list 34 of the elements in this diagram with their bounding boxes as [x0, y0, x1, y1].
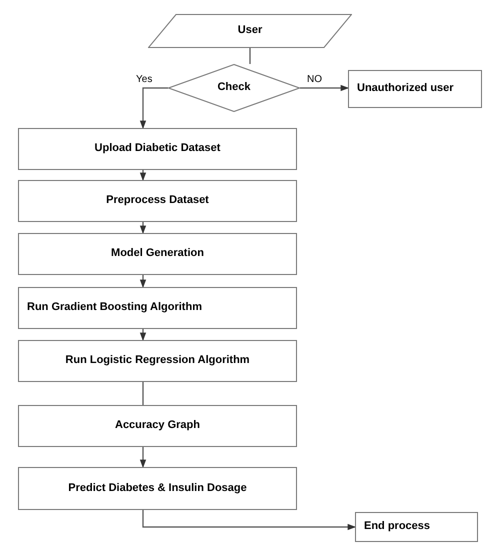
- process-box: [18, 128, 297, 170]
- arrow: [142, 510, 356, 530]
- process-box: [18, 180, 297, 222]
- node-text: End process: [364, 520, 430, 534]
- arrow: [140, 447, 146, 468]
- arrow: [140, 275, 146, 288]
- node-text: Model Generation: [111, 247, 204, 261]
- edge-label: NO: [306, 75, 323, 85]
- process-box: [18, 287, 297, 329]
- connector-line: [249, 48, 251, 64]
- process-box: [18, 233, 297, 275]
- node-text: Accuracy Graph: [115, 419, 200, 433]
- decision-diamond: [168, 64, 300, 112]
- process-box: [18, 405, 297, 447]
- node-text: Upload Diabetic Dataset: [94, 142, 220, 156]
- arrow: [300, 84, 350, 92]
- node-text: Preprocess Dataset: [106, 194, 209, 208]
- process-box: [18, 467, 297, 510]
- arrow: [140, 87, 168, 130]
- node-text: Check: [217, 81, 251, 95]
- process-box: [355, 512, 478, 542]
- node-text: Predict Diabetes & Insulin Dosage: [68, 482, 247, 496]
- node-text: Unauthorized user: [357, 82, 454, 96]
- node-text: Run Logistic Regression Algorithm: [65, 354, 250, 368]
- edge-label: Yes: [135, 75, 154, 85]
- arrow: [140, 222, 146, 234]
- process-box: [18, 340, 297, 382]
- connector-line: [142, 382, 144, 405]
- node-text: Run Gradient Boosting Algorithm: [27, 301, 202, 315]
- input-parallelogram: [148, 14, 352, 48]
- arrow: [140, 329, 146, 342]
- process-box: [348, 70, 482, 108]
- node-text: User: [238, 24, 262, 38]
- arrow: [140, 170, 146, 182]
